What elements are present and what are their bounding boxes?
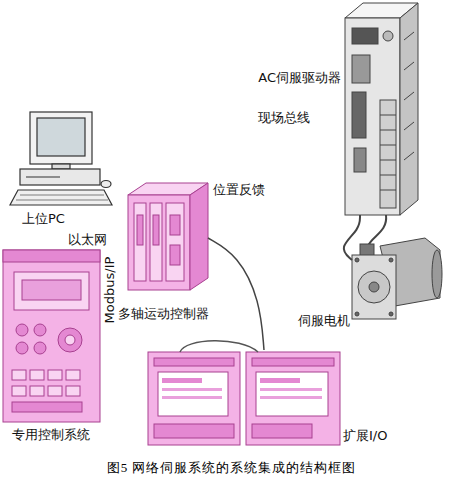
device-label: 多轴运动控制器 <box>118 306 209 322</box>
cable-connector <box>344 215 360 260</box>
servo-motor: 伺服电机 <box>352 238 440 322</box>
device-label: 上位PC <box>22 211 65 227</box>
device-label: 专用控制系统 <box>12 427 90 443</box>
device-label: 扩展I/O <box>343 428 387 444</box>
motor-cable <box>368 215 386 246</box>
io-module-picture <box>148 352 340 445</box>
signal-label: 现场总线 <box>258 110 310 126</box>
signal-label: 位置反馈 <box>213 182 265 198</box>
connectors <box>208 215 360 350</box>
servo-drive: AC伺服驱动器 <box>345 3 418 215</box>
servo-motor-picture <box>352 238 442 319</box>
pc-icon <box>10 112 112 205</box>
host-pc: 上位PC <box>10 110 112 206</box>
control-panel-picture <box>3 250 100 422</box>
signal-label: 以太网 <box>68 232 107 248</box>
cable-connector <box>208 238 264 350</box>
motion-controller: 多轴运动控制器 <box>128 183 208 290</box>
expansion-io: 扩展I/O <box>148 350 340 445</box>
bus-label-rotated: Modbus/IP <box>102 257 118 324</box>
io-link-cable <box>180 341 258 352</box>
control-system: 专用控制系统 <box>3 250 100 422</box>
controller-picture <box>128 183 208 290</box>
figure-caption: 图5 网络伺服系统的系统集成的结构框图 <box>0 459 463 477</box>
device-label: 伺服电机 <box>298 313 350 329</box>
device-label: AC伺服驱动器 <box>258 70 341 86</box>
servo-drive-picture <box>345 3 418 215</box>
